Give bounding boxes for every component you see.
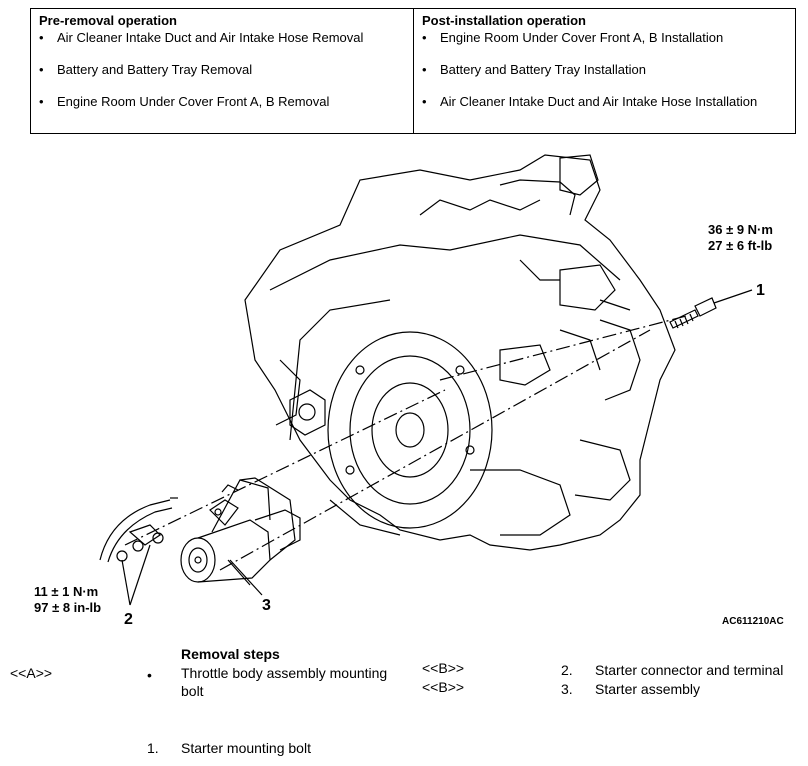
- bullet-icon: •: [422, 30, 427, 45]
- post-installation-item: • Engine Room Under Cover Front A, B Ins…: [422, 30, 787, 62]
- leader-line-3: [229, 559, 263, 596]
- post-installation-item: • Air Cleaner Intake Duct and Air Intake…: [422, 94, 787, 126]
- callout-2: 2: [124, 611, 133, 628]
- step-text: Starter mounting bolt: [181, 740, 311, 756]
- pre-removal-item-text: Air Cleaner Intake Duct and Air Intake H…: [57, 30, 364, 45]
- bullet-icon: •: [39, 62, 44, 77]
- bullet-icon: •: [39, 30, 44, 45]
- operations-table: Pre-removal operation • Air Cleaner Inta…: [30, 8, 796, 134]
- alignment-axis-lines: [124, 314, 691, 571]
- torque-label-bolt-2-nm: 11 ± 1 N·m: [34, 584, 98, 599]
- starter-exploded-diagram: 36 ± 9 N·m 27 ± 6 ft-lb 1 11 ± 1 N·m 97 …: [0, 140, 808, 635]
- post-installation-heading: Post-installation operation: [422, 13, 586, 28]
- step-marker: <<A>>: [10, 665, 53, 681]
- step-marker: <<B>>: [422, 679, 465, 695]
- pre-removal-item-text: Battery and Battery Tray Removal: [57, 62, 253, 77]
- step-text: Starter assembly: [595, 681, 701, 697]
- removal-steps-heading: Removal steps: [181, 646, 280, 662]
- torque-label-bolt-1-ftlb: 27 ± 6 ft-lb: [708, 238, 772, 253]
- torque-label-bolt-2-inlb: 97 ± 8 in-lb: [34, 600, 101, 615]
- step-marker: <<B>>: [422, 660, 465, 676]
- pre-removal-column: Pre-removal operation • Air Cleaner Inta…: [31, 9, 413, 133]
- removal-steps: Removal steps <<A>> • Throttle body asse…: [0, 640, 808, 766]
- pre-removal-item: • Air Cleaner Intake Duct and Air Intake…: [39, 30, 405, 62]
- pre-removal-item: • Engine Room Under Cover Front A, B Rem…: [39, 94, 405, 126]
- step-text-continued: bolt: [181, 683, 204, 699]
- step-text: Throttle body assembly mounting: [181, 665, 388, 681]
- post-installation-column: Post-installation operation • Engine Roo…: [413, 9, 795, 133]
- step-number: 3.: [561, 681, 573, 697]
- step-number: 1.: [147, 740, 159, 756]
- bullet-icon: •: [422, 62, 427, 77]
- bullet-icon: •: [39, 94, 44, 109]
- starter-mounting-bolt-illustration: [669, 289, 753, 329]
- transaxle-assembly-illustration: [244, 154, 676, 551]
- step-number: 2.: [561, 662, 573, 678]
- post-installation-item-text: Engine Room Under Cover Front A, B Insta…: [440, 30, 724, 45]
- bullet-icon: •: [422, 94, 427, 109]
- step-text: Starter connector and terminal: [595, 662, 784, 678]
- callout-3: 3: [262, 597, 271, 614]
- callout-1: 1: [756, 282, 765, 299]
- pre-removal-item-text: Engine Room Under Cover Front A, B Remov…: [57, 94, 330, 109]
- post-installation-item-text: Air Cleaner Intake Duct and Air Intake H…: [440, 94, 758, 109]
- pre-removal-heading: Pre-removal operation: [39, 13, 177, 28]
- step-bullet: •: [147, 667, 152, 683]
- post-installation-item: • Battery and Battery Tray Installation: [422, 62, 787, 94]
- starter-connector-illustration: [99, 497, 178, 606]
- post-installation-item-text: Battery and Battery Tray Installation: [440, 62, 646, 77]
- figure-code: AC611210AC: [722, 616, 784, 627]
- torque-label-bolt-1-nm: 36 ± 9 N·m: [708, 222, 773, 237]
- pre-removal-item: • Battery and Battery Tray Removal: [39, 62, 405, 94]
- starter-motor-illustration: [180, 477, 301, 586]
